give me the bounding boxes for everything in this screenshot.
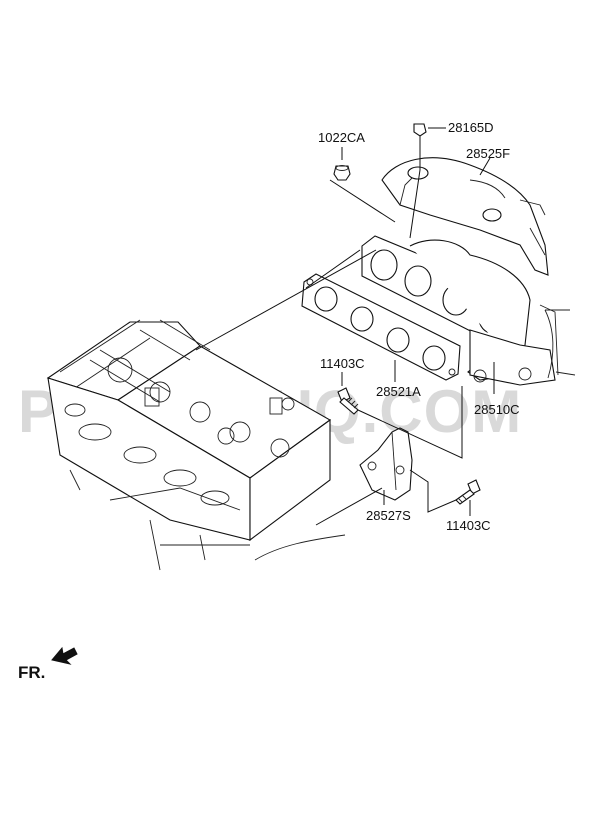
leader-lines [195,127,495,526]
cylinder-head-illustration [46,319,346,571]
callout-28510c: 28510C [474,402,520,417]
manifold-gasket-illustration [301,273,461,381]
bolt-11403c-bottom-illustration [455,479,481,505]
front-label: FR. [18,663,45,682]
bolt-11403c-top-illustration [337,387,359,415]
nut-28165d-illustration [413,123,427,137]
nut-1022ca-illustration [333,165,351,181]
front-direction-indicator: FR. [18,646,78,682]
heat-shield-illustration [381,157,549,276]
callout-28527s: 28527S [366,508,411,523]
callout-1022ca: 1022CA [318,130,365,145]
callout-11403c-bottom: 11403C [446,518,491,533]
callout-11403c-top: 11403C [320,356,365,371]
callout-28521a: 28521A [376,384,421,399]
exhaust-manifold-illustration [361,235,576,386]
front-arrow-icon [51,646,78,665]
callout-28525f: 28525F [466,146,510,161]
callout-28165d: 28165D [448,120,494,135]
